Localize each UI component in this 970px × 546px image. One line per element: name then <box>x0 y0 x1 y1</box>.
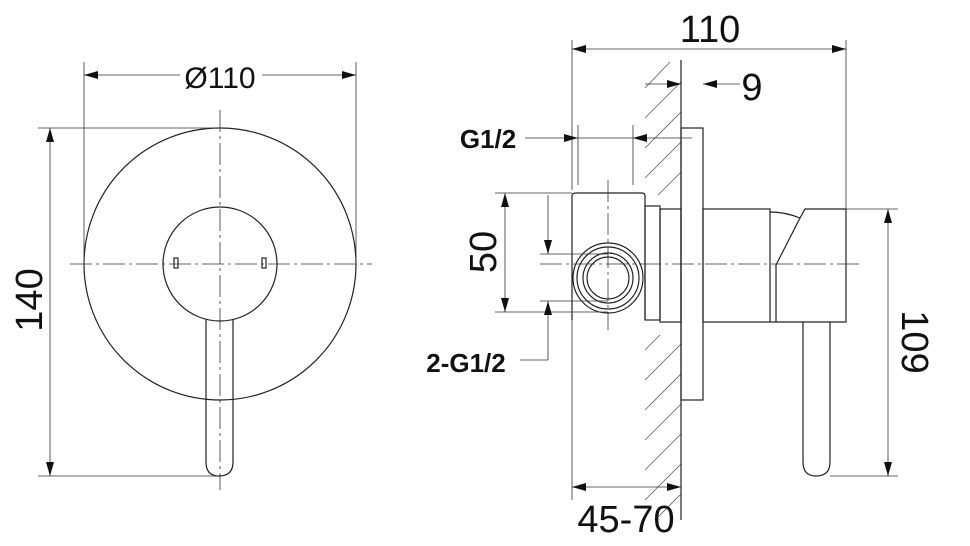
lever-side <box>802 322 831 477</box>
valve-body <box>571 192 646 320</box>
inlet-thread-label: G1/2 <box>460 124 516 154</box>
spacing-dimension: 50 <box>463 231 505 273</box>
handle-height-dimension: 109 <box>893 310 935 373</box>
lever-handle <box>205 320 234 477</box>
wall-hatch <box>644 61 682 521</box>
handle-body <box>702 208 771 323</box>
diameter-dimension: Ø110 <box>184 62 255 95</box>
plate-thickness-dimension: 9 <box>741 67 762 109</box>
height-dimension: 140 <box>9 268 51 331</box>
front-view: Ø110 140 <box>9 62 372 490</box>
outlet-thread-label: 2-G1/2 <box>426 348 506 378</box>
side-view: 110 9 G1/2 50 2-G1/2 109 45-70 <box>426 9 935 541</box>
depth-dimension: 110 <box>680 9 741 51</box>
wall-depth-dimension: 45-70 <box>577 499 674 541</box>
